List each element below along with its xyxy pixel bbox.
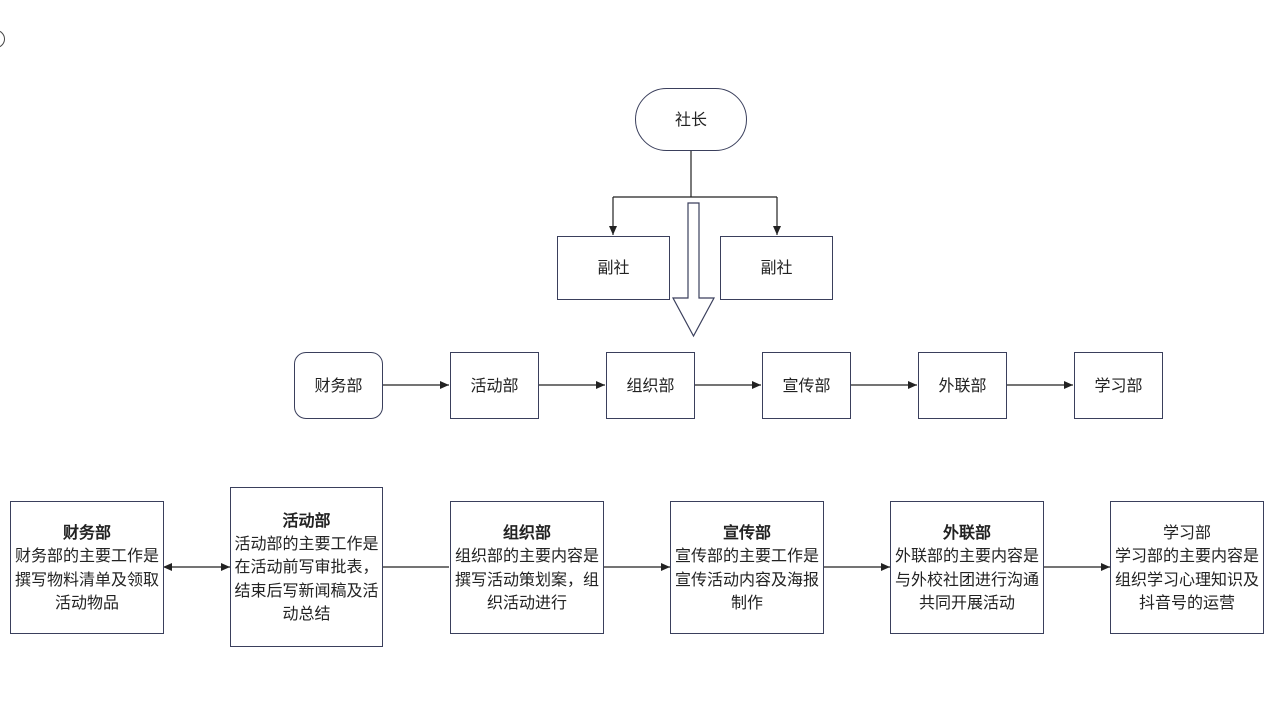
node-vice-left-label: 副社 <box>597 258 630 278</box>
detail-title: 外联部 <box>942 523 991 543</box>
detail-line: 共同开展活动 <box>918 592 1015 612</box>
detail-line: 织活动进行 <box>486 592 567 612</box>
dept-label: 学习部 <box>1094 375 1143 395</box>
dept-label: 组织部 <box>626 375 675 395</box>
detail-line: 结束后写新闻稿及活 <box>234 580 379 600</box>
detail-title: 学习部 <box>1162 523 1211 543</box>
node-vice-right-label: 副社 <box>760 258 793 278</box>
detail-line: 活动部的主要工作是 <box>234 534 379 554</box>
detail-line: 动总结 <box>282 603 331 623</box>
dept-label: 财务部 <box>314 375 363 395</box>
node-dept-finance: 财务部 <box>294 352 383 419</box>
detail-title: 财务部 <box>62 523 111 543</box>
node-dept-activity: 活动部 <box>450 352 539 419</box>
dept-label: 活动部 <box>470 375 519 395</box>
big-down-arrow <box>671 202 716 338</box>
detail-line: 学习部的主要内容是 <box>1115 546 1260 566</box>
detail-line: 外联部的主要内容是 <box>895 546 1040 566</box>
detail-line: 撰写物料清单及领取 <box>15 569 160 589</box>
detail-line: 宣传部的主要工作是 <box>675 546 820 566</box>
node-vice-president-right: 副社 <box>720 236 833 300</box>
detail-line: 组织学习心理知识及 <box>1115 569 1260 589</box>
node-president: 社长 <box>635 88 747 151</box>
node-dept-organization: 组织部 <box>606 352 695 419</box>
node-dept-publicity: 宣传部 <box>762 352 851 419</box>
detail-box-organization: 组织部 组织部的主要内容是 撰写活动策划案，组 织活动进行 <box>450 501 604 634</box>
dept-label: 宣传部 <box>782 375 831 395</box>
node-dept-study: 学习部 <box>1074 352 1163 419</box>
detail-box-publicity: 宣传部 宣传部的主要工作是 宣传活动内容及海报 制作 <box>670 501 824 634</box>
detail-box-liaison: 外联部 外联部的主要内容是 与外校社团进行沟通 共同开展活动 <box>890 501 1044 634</box>
detail-line: 撰写活动策划案，组 <box>455 569 600 589</box>
node-dept-liaison: 外联部 <box>918 352 1007 419</box>
detail-box-finance: 财务部 财务部的主要工作是 撰写物料清单及领取 活动物品 <box>10 501 164 634</box>
detail-line: 活动物品 <box>54 592 119 612</box>
detail-line: 在活动前写审批表， <box>234 557 379 577</box>
detail-title: 组织部 <box>502 523 551 543</box>
detail-line: 制作 <box>730 592 763 612</box>
detail-line: 组织部的主要内容是 <box>455 546 600 566</box>
detail-box-activity: 活动部 活动部的主要工作是 在活动前写审批表， 结束后写新闻稿及活 动总结 <box>230 487 383 647</box>
node-vice-president-left: 副社 <box>557 236 670 300</box>
node-president-label: 社长 <box>674 109 707 129</box>
dept-label: 外联部 <box>938 375 987 395</box>
detail-box-study: 学习部 学习部的主要内容是 组织学习心理知识及 抖音号的运营 <box>1110 501 1264 634</box>
detail-title: 活动部 <box>282 511 331 531</box>
detail-line: 宣传活动内容及海报 <box>675 569 820 589</box>
detail-line: 抖音号的运营 <box>1138 592 1235 612</box>
detail-line: 财务部的主要工作是 <box>15 546 160 566</box>
detail-title: 宣传部 <box>722 523 771 543</box>
detail-line: 与外校社团进行沟通 <box>895 569 1040 589</box>
